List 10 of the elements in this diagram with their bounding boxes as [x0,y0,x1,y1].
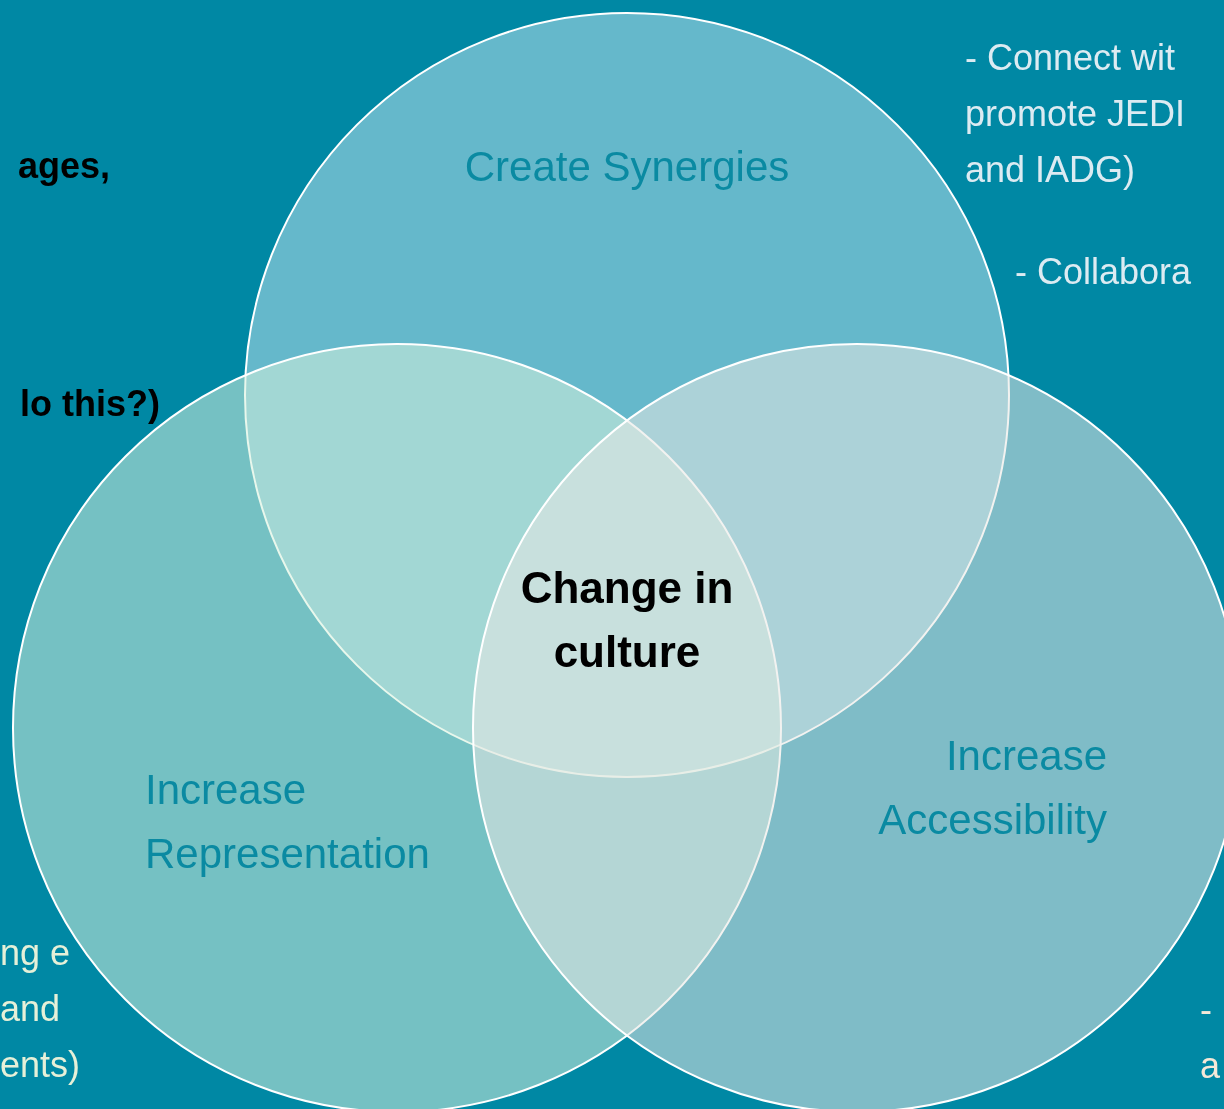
circle-label: Create Synergies [463,142,791,192]
note-text: - Collabora [1015,250,1193,294]
circle-label: Increase Accessibility [877,731,1107,845]
note-text: - Connect wit promote JEDI and IADG) [965,36,1187,192]
circle-label: Increase Representation [145,765,431,879]
center-label: Change in culture [519,562,735,678]
note-text: - a [1200,988,1222,1088]
note-text: ages, [16,144,110,188]
note-text: lo this?) [19,382,160,426]
note-text: ng e and ents) [0,931,82,1087]
